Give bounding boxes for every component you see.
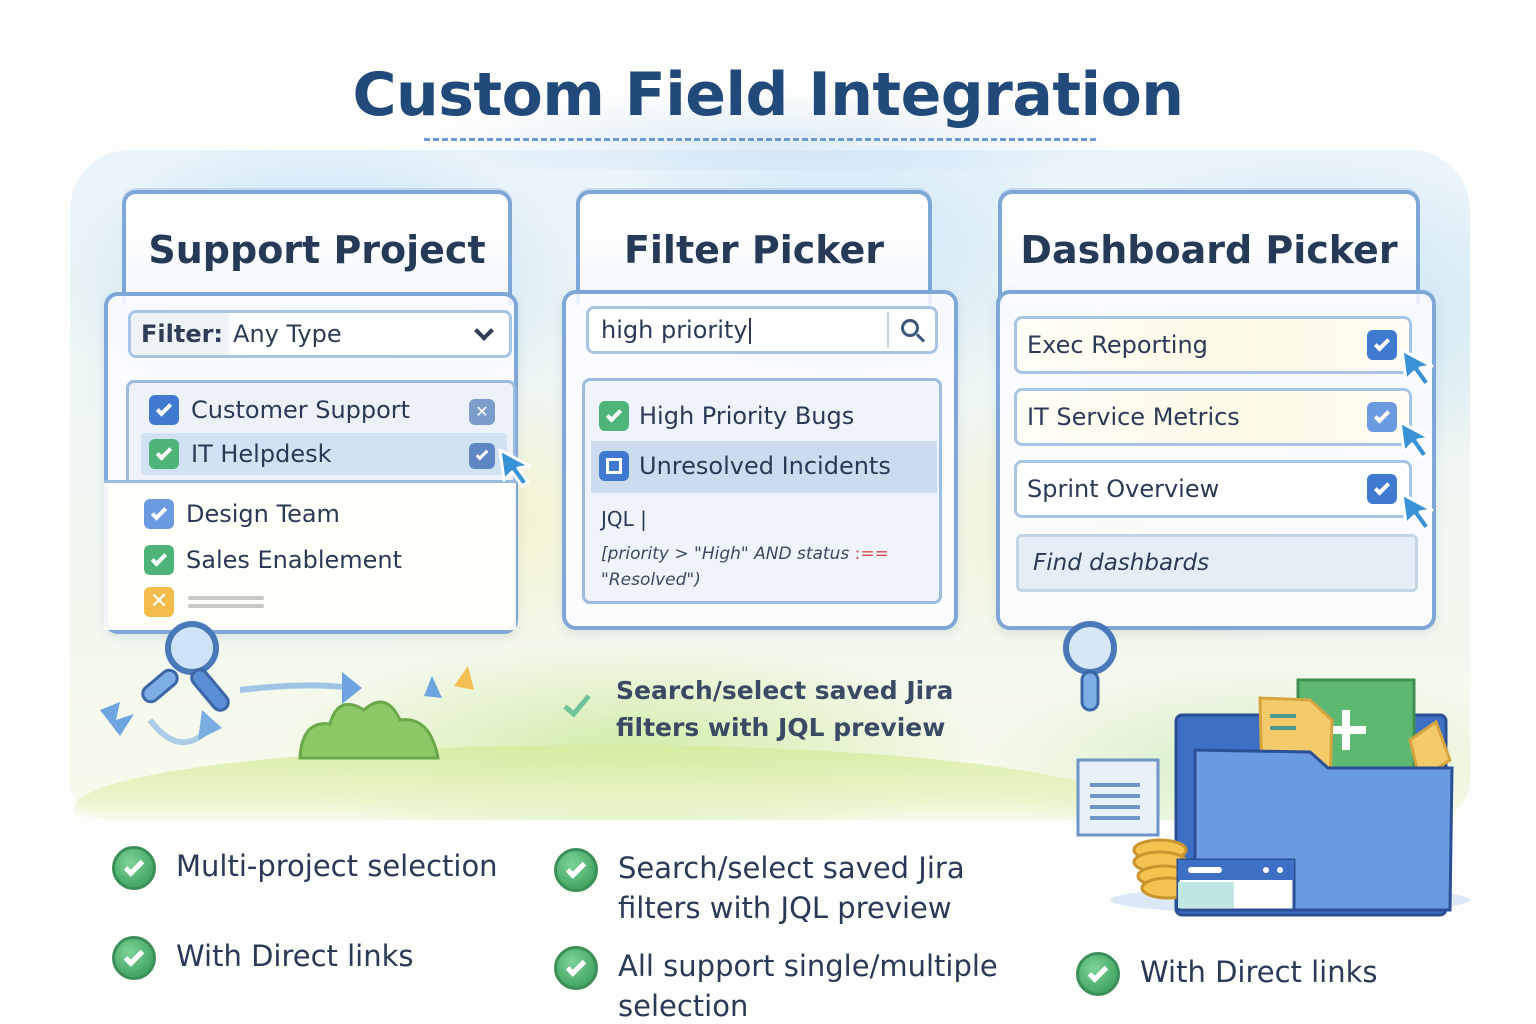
feature-item: With Direct links [1076, 952, 1378, 996]
filter-results: High Priority Bugs Unresolved Incidents … [582, 378, 942, 604]
filter-result-label: High Priority Bugs [639, 402, 855, 430]
bush-decoration [298, 700, 440, 760]
browser-window-icon [1176, 858, 1296, 912]
dashboard-picker-panel: Exec Reporting IT Service Metrics Sprint… [996, 290, 1436, 630]
page-title: Custom Field Integration [352, 60, 1184, 130]
feature-text: With Direct links [176, 939, 414, 973]
filter-result-item[interactable]: Unresolved Incidents [599, 451, 891, 481]
feature-item: Multi-project selection [112, 846, 498, 890]
cursor-arrow-icon [1400, 492, 1434, 532]
checkbox-checked-icon[interactable] [1367, 474, 1397, 504]
filter-label: Filter: [131, 313, 230, 355]
dashboard-label: Exec Reporting [1027, 331, 1208, 359]
filter-result-item[interactable]: High Priority Bugs [599, 401, 854, 431]
checkbox-checked-icon[interactable] [1367, 330, 1397, 360]
project-item[interactable]: IT Helpdesk [149, 439, 331, 469]
find-dashboards-placeholder: Find dashbards [1033, 550, 1210, 576]
cursor-arrow-icon [1398, 420, 1432, 460]
search-query-text: high priority [601, 316, 748, 344]
dashboard-item[interactable]: IT Service Metrics [1014, 388, 1412, 446]
magnifier-icon [1063, 621, 1117, 712]
check-circle-icon [112, 936, 156, 980]
filter-picker-panel: high priority High Priority Bugs Unresol… [562, 290, 958, 630]
project-item[interactable]: Design Team [144, 499, 340, 529]
jql-label: JQL | [601, 507, 647, 531]
checkbox-checked-icon[interactable] [1367, 402, 1397, 432]
dashboard-picker-header: Dashboard Picker [998, 190, 1420, 305]
title-backdrop [300, 40, 1240, 170]
project-label: IT Helpdesk [191, 440, 332, 468]
checkbox-checked-icon[interactable] [144, 499, 174, 529]
check-circle-icon [554, 848, 598, 892]
feature-text: Search/select saved Jira filters with JQ… [618, 851, 965, 925]
check-circle-icon [112, 846, 156, 890]
project-item[interactable]: Sales Enablement [144, 545, 402, 575]
feature-text: Multi-project selection [176, 849, 498, 883]
find-dashboards-input[interactable]: Find dashbards [1016, 534, 1418, 592]
check-circle-icon [554, 946, 598, 990]
feature-item: All support single/multiple selection [554, 946, 1054, 1024]
feature-item: With Direct links [112, 936, 414, 980]
filter-type-select[interactable]: Filter: Any Type [128, 310, 512, 358]
jql-preview: [priority > "High" AND status :== "Resol… [601, 541, 921, 593]
filter-result-label: Unresolved Incidents [639, 452, 891, 480]
check-circle-icon [1076, 952, 1120, 996]
divider [887, 312, 889, 348]
text-caret [748, 318, 751, 344]
jql-operator: :== [854, 544, 889, 564]
project-list-options: Design Team Sales Enablement ✕ [104, 480, 516, 630]
placeholder-text-lines [188, 592, 264, 612]
dashboard-picker-title: Dashboard Picker [1020, 227, 1398, 272]
dashboard-item[interactable]: Exec Reporting [1014, 316, 1412, 374]
dashboard-item[interactable]: Sprint Overview [1014, 460, 1412, 518]
chevron-down-icon[interactable] [474, 321, 494, 341]
magnifier-icon [141, 621, 230, 712]
search-decoration [100, 666, 474, 746]
filter-picker-header: Filter Picker [576, 190, 932, 305]
remove-selection-icon[interactable]: ✕ [469, 399, 495, 425]
folder-illustration [1076, 678, 1470, 917]
support-project-header: Support Project [122, 190, 512, 305]
jql-query-part: [priority > "High" AND status [601, 544, 855, 564]
support-project-panel: Filter: Any Type Customer Support ✕ IT H… [104, 292, 518, 634]
project-list-selected: Customer Support ✕ IT Helpdesk [126, 380, 516, 480]
search-query[interactable]: high priority [589, 316, 887, 344]
project-label: Customer Support [191, 396, 411, 424]
checkbox-checked-icon[interactable] [149, 395, 179, 425]
jql-query-part: "Resolved") [601, 570, 701, 590]
feature-text: All support single/multiple selection [618, 949, 998, 1023]
feature-item: Search/select saved Jira filters with JQ… [554, 848, 1054, 928]
checkbox-checked-icon[interactable] [469, 443, 495, 469]
cursor-arrow-icon [498, 448, 532, 488]
feature-text: With Direct links [1140, 955, 1378, 989]
search-button[interactable] [889, 309, 935, 351]
project-item-placeholder[interactable]: ✕ [144, 587, 264, 617]
filter-picker-title: Filter Picker [623, 227, 885, 272]
checkbox-checked-icon[interactable] [599, 401, 629, 431]
filter-value: Any Type [233, 320, 342, 348]
search-icon [901, 319, 919, 337]
cursor-arrow-icon [1400, 348, 1434, 388]
dashboard-label: IT Service Metrics [1027, 403, 1240, 431]
title-underline [424, 138, 1096, 141]
row-highlight [141, 433, 507, 475]
filter-picker-caption: Search/select saved Jira filters with JQ… [616, 676, 954, 742]
project-item[interactable]: Customer Support [149, 395, 410, 425]
filter-search-input[interactable]: high priority [586, 306, 938, 354]
checkbox-partial-icon[interactable] [599, 451, 629, 481]
dashboard-label: Sprint Overview [1027, 475, 1220, 503]
support-project-title: Support Project [148, 227, 486, 272]
project-label: Design Team [186, 500, 340, 528]
checkbox-excluded-icon[interactable]: ✕ [144, 587, 174, 617]
row-highlight [591, 441, 937, 493]
checkbox-checked-icon[interactable] [149, 439, 179, 469]
project-label: Sales Enablement [186, 546, 403, 574]
checkbox-checked-icon[interactable] [144, 545, 174, 575]
